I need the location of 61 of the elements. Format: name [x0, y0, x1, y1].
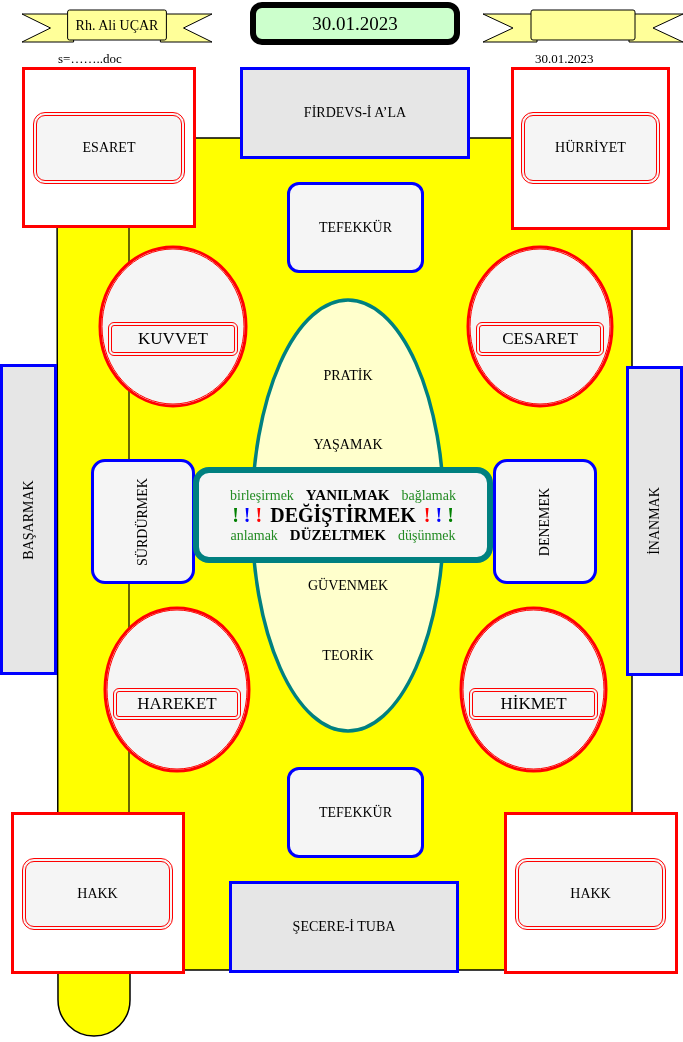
box-label: KUVVET: [138, 329, 208, 349]
ellipse-shape: [98, 245, 248, 408]
date-text: 30.01.2023: [312, 12, 398, 35]
ellipse-text: GÜVENMEK: [306, 578, 390, 594]
exclamation-marks: ! ! !: [232, 503, 263, 527]
name-text: Rh. Ali UÇAR: [75, 18, 159, 34]
verb-text: anlamak: [230, 527, 278, 544]
box-label: TEFEKKÜR: [318, 804, 393, 821]
box-label: ŞECERE-İ TUBA: [292, 919, 396, 935]
label-box: [476, 322, 604, 356]
center-box: [193, 467, 493, 563]
keyword-text: YANILMAK: [305, 486, 390, 503]
ribbon-banner: [22, 8, 212, 44]
box-label: HAREKET: [137, 694, 217, 714]
box-label: CESARET: [502, 329, 578, 349]
verb-text: bağlamak: [401, 487, 456, 503]
side-box: [626, 366, 683, 676]
box-label: HÜRRİYET: [555, 140, 626, 156]
frame-box: [504, 812, 678, 974]
date-text: 30.01.2023: [535, 51, 594, 67]
box-label: HAKK: [570, 886, 611, 902]
box-label: SÜRDÜRMEK: [135, 477, 151, 566]
label-box: [113, 688, 241, 720]
ribbon-banner: [483, 8, 683, 44]
heading-box: [229, 881, 459, 973]
heading-box: [240, 67, 470, 159]
box-label: FİRDEVS-İ A’LA: [303, 105, 407, 121]
ellipse-text: PRATİK: [322, 368, 374, 384]
frame-box: [11, 812, 185, 974]
frame-box: [22, 67, 196, 228]
ellipse-shape: [466, 245, 614, 408]
box-label: TEFEKKÜR: [318, 219, 393, 236]
keyword-text: DEĞİŞTİRMEK: [270, 503, 416, 527]
rounded-box: [287, 182, 424, 273]
label-box: [521, 112, 660, 184]
date-box: [250, 2, 460, 45]
verb-text: düşünmek: [398, 527, 456, 544]
box-label: ESARET: [82, 140, 136, 156]
box-label: İNANMAK: [646, 487, 663, 555]
exclamation-marks: ! ! !: [423, 503, 454, 527]
keyword-text: DÜZELTMEK: [289, 526, 386, 544]
verb-text: birleşirmek: [230, 487, 294, 503]
rounded-box: [493, 459, 597, 584]
box-label: BAŞARMAK: [20, 479, 37, 560]
rounded-box: [287, 767, 424, 858]
ellipse-shape: [459, 606, 608, 773]
ellipse-text: TEORİK: [321, 648, 375, 664]
box-label: HİKMET: [500, 694, 567, 714]
rounded-box: [91, 459, 195, 584]
label-box: [22, 858, 173, 930]
frame-box: [511, 67, 670, 230]
label-box: [33, 112, 185, 184]
label-box: [108, 322, 238, 356]
side-box: [0, 364, 57, 675]
ellipse-shape: [103, 606, 251, 773]
label-box: [515, 858, 666, 930]
box-label: DENEMEK: [537, 487, 553, 556]
label-box: [469, 688, 598, 720]
box-label: HAKK: [77, 886, 118, 902]
file-name-text: s=……..doc: [58, 51, 122, 67]
ellipse-text: YAŞAMAK: [312, 437, 384, 453]
